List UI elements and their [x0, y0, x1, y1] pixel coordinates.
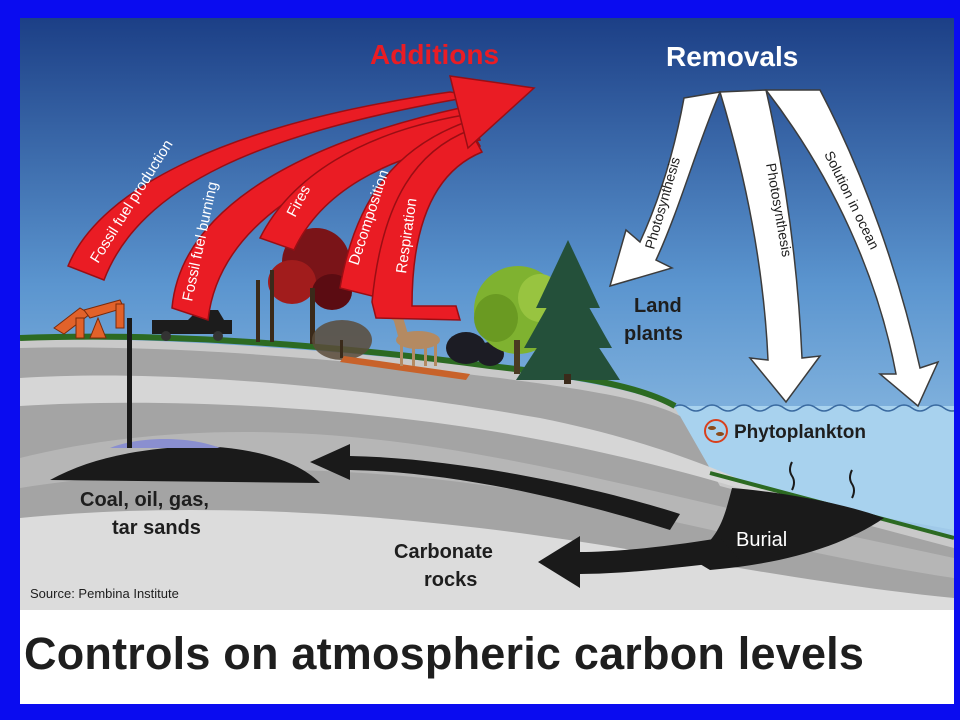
removal-arrow-ocean-photosynthesis	[719, 89, 822, 404]
removals-heading: Removals	[666, 41, 798, 72]
ocean-waves	[671, 404, 954, 412]
burial-deposit	[690, 488, 884, 570]
ground-band-upper	[20, 375, 800, 508]
carbon-cycle-diagram: Additions Removals Fossil fuel productio…	[20, 18, 954, 610]
label-land-plants-1: Land	[634, 295, 682, 317]
fossil-fuel-deposit	[50, 446, 320, 483]
addition-arrowhead	[449, 75, 536, 150]
label-fossil-2: tar sands	[112, 517, 201, 539]
label-fossil-1: Coal, oil, gas,	[80, 489, 209, 511]
label-carbonate-2: rocks	[424, 569, 477, 591]
label-land-plants-2: plants	[624, 323, 683, 345]
removal-arrow-ocean-solution	[764, 89, 940, 408]
diagram-frame: Additions Removals Fossil fuel productio…	[20, 18, 954, 704]
burial-to-carbonate-arrow	[538, 536, 740, 588]
phytoplankton-icon	[704, 419, 728, 443]
bubble-squiggles	[789, 461, 855, 499]
label-burial: Burial	[736, 529, 787, 551]
grass-line	[20, 333, 677, 409]
ground-bottom	[20, 509, 954, 610]
addition-arrow-respiration	[371, 129, 484, 321]
page-title: Controls on atmospheric carbon levels	[24, 628, 865, 679]
fallen-log	[340, 356, 470, 380]
source-credit: Source: Pembina Institute	[30, 586, 179, 601]
removal-arrow-land-photosynthesis	[608, 91, 722, 288]
additions-heading: Additions	[370, 39, 499, 70]
well-pipe	[127, 318, 132, 448]
label-carbonate-1: Carbonate	[394, 541, 493, 563]
shrub-icon	[312, 320, 372, 360]
title-bar	[20, 610, 954, 704]
removals-arrows	[608, 89, 940, 408]
label-phytoplankton: Phytoplankton	[734, 422, 866, 443]
burial-to-fossil-arrow	[310, 444, 680, 530]
ocean	[670, 406, 954, 530]
conifer-tree-icon	[516, 240, 620, 384]
gas-pocket	[110, 439, 220, 448]
oil-pump-icon	[53, 299, 125, 339]
fire-tree-icon	[256, 228, 352, 344]
additions-arrows	[67, 75, 536, 322]
